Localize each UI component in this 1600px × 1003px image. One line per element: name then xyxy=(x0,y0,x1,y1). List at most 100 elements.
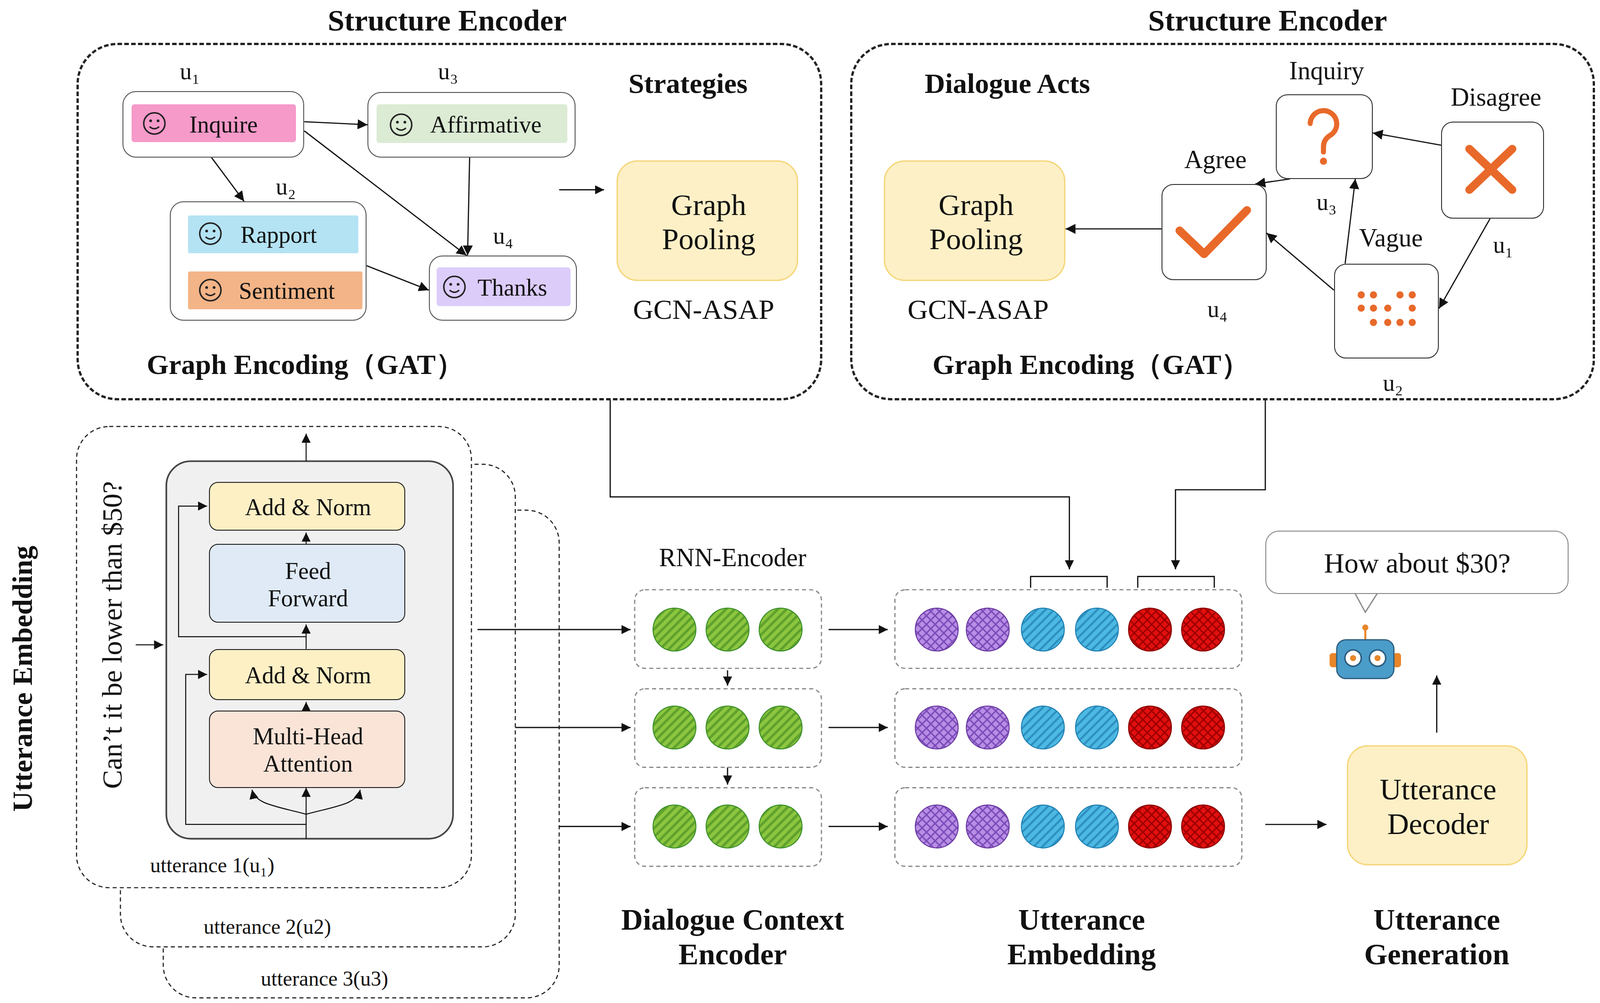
decor-circle xyxy=(915,705,958,749)
decor-path xyxy=(1310,110,1337,153)
dialogue-act-panel: Structure EncoderDialogue ActsGraph Enco… xyxy=(850,42,1595,400)
decor-path xyxy=(1469,148,1513,190)
node-sublabel: Dialogue Acts xyxy=(874,67,1141,101)
decor-path xyxy=(727,670,729,686)
node-sublabel: Thanks xyxy=(456,274,569,302)
graph-edge xyxy=(1372,132,1442,146)
decor-circle xyxy=(1408,304,1417,312)
node-label: Graph Pooling xyxy=(647,187,770,257)
decor-circle xyxy=(1350,654,1356,661)
face-mouth xyxy=(396,127,407,131)
speech-bubble: How about $30? xyxy=(1265,530,1569,594)
face-eye xyxy=(403,120,407,124)
decor-circle xyxy=(1362,624,1369,631)
decor-path xyxy=(1265,823,1327,826)
robot-icon xyxy=(1329,624,1402,679)
decor-rect xyxy=(634,589,822,668)
node-sublabel: GCN-ASAP xyxy=(876,293,1081,327)
node-label: Structure Encoder xyxy=(243,3,652,38)
decor-circle xyxy=(915,607,958,651)
node-label: Feed Forward xyxy=(251,557,365,612)
decor-circle xyxy=(706,705,750,749)
node-label: Add & Norm xyxy=(216,661,400,689)
decor-circle xyxy=(1396,291,1404,299)
decor-path xyxy=(1137,576,1215,588)
decor-path xyxy=(305,701,307,710)
decor-circle xyxy=(706,804,750,848)
decor-path xyxy=(828,628,888,631)
decor-path xyxy=(727,767,729,785)
face-eye xyxy=(448,282,452,286)
decor-circle xyxy=(759,607,802,651)
node-label: How about $30? xyxy=(1274,546,1561,580)
decor-path xyxy=(515,726,631,729)
utterance-stack xyxy=(76,426,560,998)
decor-rect xyxy=(1336,639,1395,679)
decor-circle xyxy=(1408,291,1417,299)
dialogue-act-node: Agreeu₄ xyxy=(1161,183,1267,281)
decor-circle xyxy=(915,804,958,848)
node-label: Inquiry xyxy=(1260,56,1393,86)
strategy-band: Sentiment xyxy=(188,271,363,310)
emoji-icon xyxy=(441,274,468,300)
node-sublabel: Strategies xyxy=(555,67,821,101)
face-eye xyxy=(212,229,216,233)
graph-edge xyxy=(467,157,470,256)
decor-circle xyxy=(1369,649,1386,667)
transformer-layer: Add & Norm xyxy=(208,481,405,531)
node-label: u₂ xyxy=(255,173,317,201)
strategy-node: u₄Thanks xyxy=(428,255,577,321)
decor-rect xyxy=(634,787,822,866)
decor-g xyxy=(1357,291,1417,327)
decor-circle xyxy=(966,705,1009,749)
decor-line xyxy=(1364,629,1366,640)
node-label: Sentiment xyxy=(210,277,364,305)
node-label: Rapport xyxy=(207,221,351,249)
face-mouth xyxy=(449,290,459,293)
decor-circle xyxy=(1319,157,1328,165)
node-label: utterance 2(u2) xyxy=(155,914,380,939)
decor-circle xyxy=(652,705,696,749)
section-label: Utterance Generation xyxy=(1324,901,1550,972)
decor-circle xyxy=(1128,607,1172,651)
node-label: Graph Pooling xyxy=(914,187,1038,257)
graph-edge xyxy=(1255,178,1290,184)
decor-circle xyxy=(1128,804,1172,848)
section-label: Dialogue Context Encoder xyxy=(600,901,866,972)
node-sublabel: utterance 1(u₁) xyxy=(100,853,325,878)
node-label: Structure Encoder xyxy=(1063,3,1472,38)
decor-circle xyxy=(1357,304,1366,312)
graph-edge xyxy=(1065,228,1162,230)
face-eye xyxy=(456,282,460,286)
decor-path xyxy=(305,532,307,544)
transformer-layer: Multi-Head Attention xyxy=(208,710,405,788)
decor-circle xyxy=(652,804,696,848)
graph-edge xyxy=(1438,218,1490,309)
decor-circle xyxy=(1075,607,1119,651)
decor-rect xyxy=(894,589,1242,668)
decor-circle xyxy=(1408,318,1417,327)
node-label: Agree xyxy=(1154,144,1277,174)
decor-rect xyxy=(76,426,472,888)
decor-path xyxy=(559,188,605,191)
decor-path xyxy=(135,644,164,646)
node-label: u₃ xyxy=(417,57,479,86)
face-outline xyxy=(199,279,222,301)
decor-path xyxy=(1030,576,1107,588)
node-sublabel: u₄ xyxy=(1197,295,1239,323)
decor-circle xyxy=(652,607,696,651)
section-label: RNN-Encoder xyxy=(620,542,846,572)
decor-circle xyxy=(1384,304,1392,312)
decor-circle xyxy=(1021,607,1065,651)
decor-path xyxy=(1179,209,1248,254)
node-label: utterance 3(u3) xyxy=(212,966,437,991)
decor-path xyxy=(305,787,307,839)
decor-path xyxy=(1436,675,1438,733)
node-sublabel: u₃ xyxy=(1306,188,1348,216)
graph-pooling-box: Graph PoolingGCN-ASAP xyxy=(616,160,799,281)
section-label: Utterance Embedding xyxy=(6,474,39,883)
graph-edge xyxy=(211,157,245,202)
graph-pooling-box: Graph PoolingGCN-ASAP xyxy=(883,160,1066,281)
node-sublabel: u₁ xyxy=(1482,231,1524,259)
